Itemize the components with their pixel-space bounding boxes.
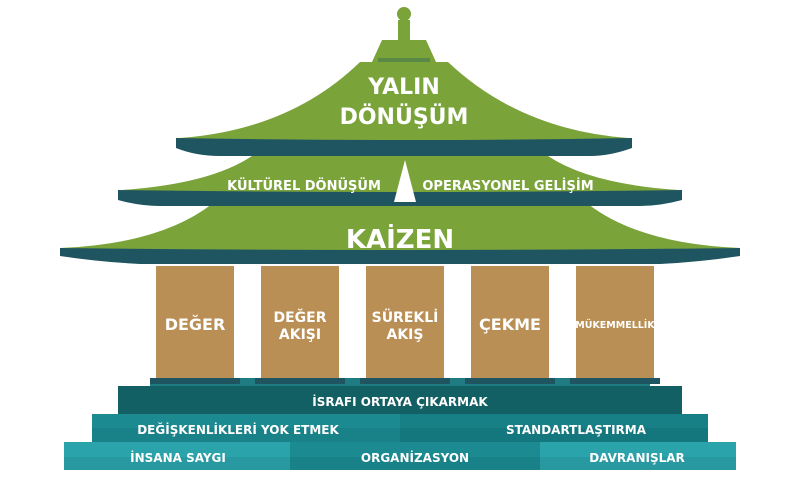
step-bottom-left-label: İNSANA SAYGI [130,450,226,465]
pillar-3-label-line1: SÜREKLİ [372,308,439,326]
roof-tier-top: YALIN DÖNÜŞÜM [176,7,632,156]
pillar-4: ÇEKME [465,266,555,384]
roof-right-label: OPERASYONEL GELİŞİM [422,178,593,194]
step-top-label: İSRAFI ORTAYA ÇIKARMAK [312,394,488,409]
foundation-steps: İSRAFI ORTAYA ÇIKARMAK DEĞİŞKENLİKLERİ Y… [64,378,736,470]
step-bottom-left [64,442,290,470]
pillar-3-label-line2: AKIŞ [387,327,424,343]
pillar-2: DEĞER AKIŞI [255,266,345,384]
pillar-4-label: ÇEKME [479,315,541,334]
pillar-5-label: MÜKEMMELLİK [575,320,655,331]
roof-kaizen-label: KAİZEN [346,223,454,255]
step-bottom-center [290,442,540,470]
step-bottom-band [64,457,736,470]
step-middle-right-label: STANDARTLAŞTIRMA [506,423,647,437]
step-middle-left [92,414,400,442]
pillar-2-label-line1: DEĞER [273,308,326,326]
roof-top-label-line1: YALIN [367,75,439,100]
pillar-1-label: DEĞER [165,315,226,334]
step-top [118,386,682,414]
step-middle-left-label: DEĞİŞKENLİKLERİ YOK ETMEK [137,422,339,437]
roof-left-label: KÜLTÜREL DÖNÜŞÜM [227,178,381,194]
step-bottom-right-label: DAVRANIŞLAR [589,451,685,465]
pillars: DEĞER DEĞER AKIŞI SÜREKLİ AKIŞ ÇEKME MÜK… [150,266,660,384]
step-bottom-center-label: ORGANİZASYON [361,450,469,465]
step-bottom-right [540,442,736,470]
roof-top-label-line2: DÖNÜŞÜM [340,104,469,130]
step-middle-band [92,428,708,442]
pillar-5: MÜKEMMELLİK [570,266,660,384]
roof-tier-middle: KÜLTÜREL DÖNÜŞÜM OPERASYONEL GELİŞİM [118,156,682,206]
roof-tier-kaizen: KAİZEN [60,204,740,264]
roof-center-divider [394,160,416,202]
roof-finial [372,40,436,62]
pillar-1: DEĞER [150,266,240,384]
pillar-2-label-line2: AKIŞI [279,327,321,343]
pillar-3: SÜREKLİ AKIŞ [360,266,450,384]
step-middle-right [400,414,708,442]
